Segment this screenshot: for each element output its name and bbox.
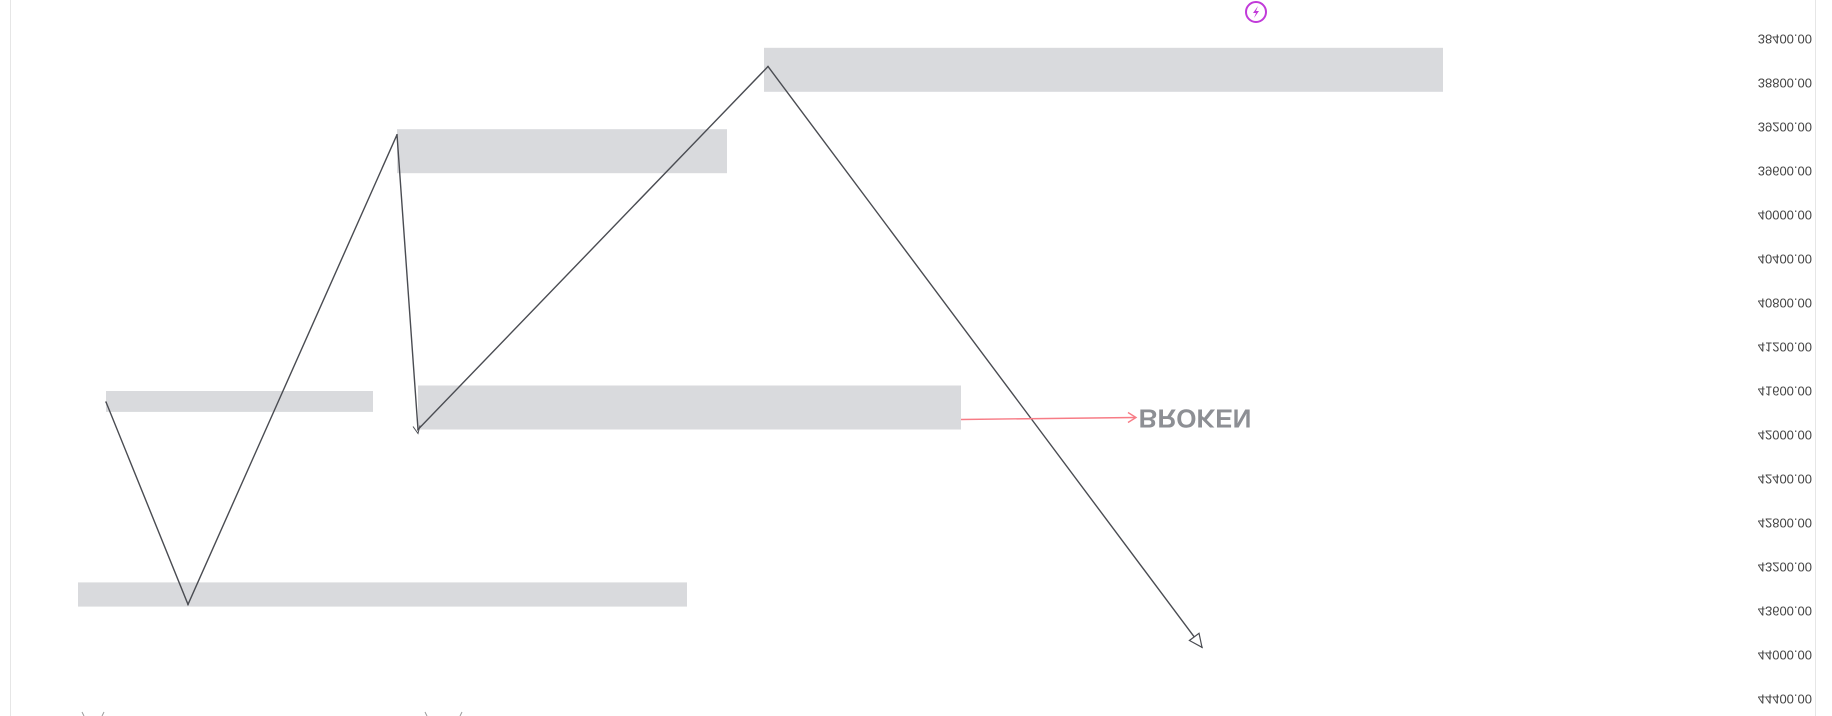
price-axis-tick-label: 40800.00 xyxy=(1758,296,1812,311)
price-axis-tick-label: 42800.00 xyxy=(1758,516,1812,531)
price-axis[interactable]: 38400.00 38800.00 39200.00 39600.00 40000.00… xyxy=(1758,32,1812,707)
zone-rectangle[interactable] xyxy=(106,391,373,412)
price-axis-tick-label: 42000.00 xyxy=(1758,428,1812,443)
event-badge-ring xyxy=(1245,1,1267,23)
price-axis-tick-label: 41200.00 xyxy=(1758,340,1812,355)
zigzag-vertex xyxy=(105,401,107,403)
price-axis-tick-label: 40400.00 xyxy=(1758,252,1812,267)
annotation-arrowhead xyxy=(1127,411,1138,424)
price-axis-tick-label: 43200.00 xyxy=(1758,560,1812,575)
zone-rectangle[interactable] xyxy=(418,385,961,430)
price-axis-tick-label: 39200.00 xyxy=(1758,120,1812,135)
price-axis-tick-label: 43600.00 xyxy=(1758,604,1812,619)
time-axis-stub xyxy=(81,711,463,716)
price-axis-tick-label: 41600.00 xyxy=(1758,384,1812,399)
price-axis-tick-label: 38400.00 xyxy=(1758,32,1812,47)
annotation-arrow[interactable] xyxy=(960,416,1136,421)
price-axis-tick-label: 42400.00 xyxy=(1758,472,1812,487)
vertex-marker xyxy=(412,425,421,435)
zone-rectangle[interactable] xyxy=(78,582,687,607)
annotation-label[interactable]: BROKEN xyxy=(1139,404,1252,434)
zigzag-layer xyxy=(105,65,1203,649)
zigzag-path[interactable] xyxy=(105,65,1203,648)
event-badge[interactable] xyxy=(1245,1,1267,23)
zigzag-vertex xyxy=(767,65,769,68)
lightning-bolt-icon xyxy=(1253,6,1259,18)
price-axis-tick-label: 40000.00 xyxy=(1758,208,1812,223)
zone-rectangle[interactable] xyxy=(764,47,1443,92)
zigzag-vertex xyxy=(187,603,189,606)
price-axis-tick-label: 44400.00 xyxy=(1758,692,1812,707)
price-axis-tick-label: 38800.00 xyxy=(1758,76,1812,91)
price-axis-tick-label: 44000.00 xyxy=(1758,648,1812,663)
price-axis-tick-label: 39600.00 xyxy=(1758,164,1812,179)
zigzag-vertex xyxy=(396,133,398,136)
annotation-layer: BROKEN xyxy=(960,404,1252,434)
zones-layer xyxy=(78,47,1443,607)
zone-rectangle[interactable] xyxy=(397,129,727,174)
zigzag-arrowhead xyxy=(1188,632,1203,649)
